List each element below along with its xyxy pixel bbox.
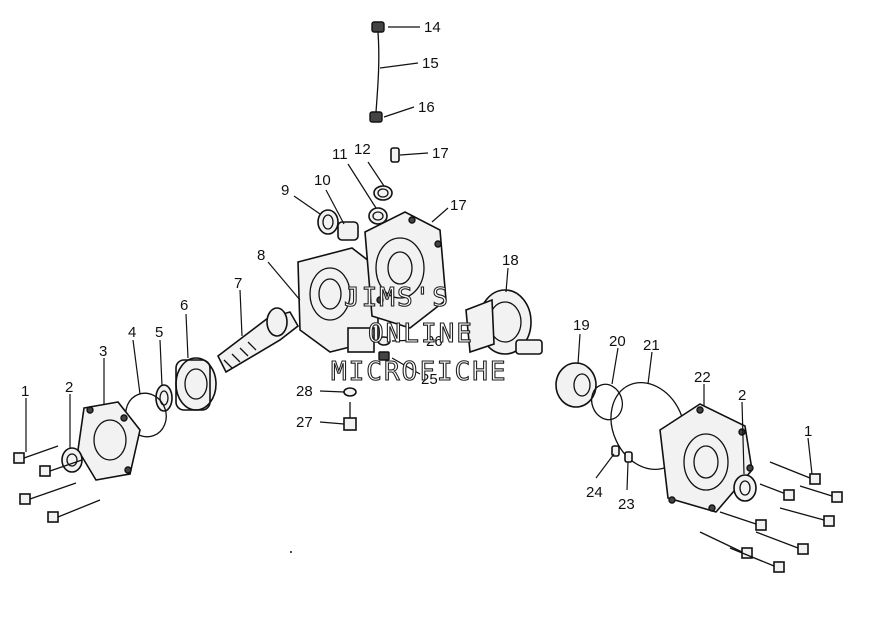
callout-26: 26 [426, 333, 443, 350]
oil-seal-part-2-left [61, 447, 83, 473]
gearbox-housing-part-8 [297, 247, 379, 353]
callout-27: 27 [296, 414, 313, 431]
end-housing-part-22 [659, 403, 754, 513]
dowel-pin-part-16 [390, 147, 400, 163]
bearing-part-6 [175, 357, 217, 411]
callout-12: 12 [354, 141, 371, 158]
callout-labels: 14 15 16 17 12 11 10 9 17 8 7 6 5 4 3 2 … [21, 19, 812, 513]
callout-8: 8 [257, 247, 265, 264]
stray-dot [290, 551, 292, 553]
grease-fitting-part-13 [371, 21, 385, 33]
end-cover-part-3 [77, 401, 141, 481]
callout-2-right: 2 [738, 387, 746, 404]
callout-28: 28 [296, 383, 313, 400]
shim-part-5 [155, 384, 173, 412]
gearbox-cover-part-17 [364, 211, 447, 329]
o-ring-part-11 [368, 207, 388, 225]
bushing-part-10 [337, 221, 359, 241]
callout-7: 7 [234, 275, 242, 292]
callout-10: 10 [314, 172, 331, 189]
callout-24: 24 [586, 484, 603, 501]
washer-part-28 [343, 387, 357, 397]
callout-19: 19 [573, 317, 590, 334]
bolts-part-1-left [13, 445, 101, 523]
drain-plug-part-25 [378, 351, 390, 361]
callout-14: 15 [422, 55, 439, 72]
input-shaft-part-7 [216, 307, 300, 374]
oil-seal-part-2-right [733, 474, 757, 502]
bearing-part-19 [555, 362, 597, 408]
callout-22: 22 [694, 369, 711, 386]
watermark-line-1: JIMS'S [344, 283, 450, 313]
callout-23: 23 [618, 496, 635, 513]
washer-part-26 [377, 336, 391, 346]
callout-6: 6 [180, 297, 188, 314]
watermark: JIMS'S ONLINE MICROFICHE [330, 282, 508, 387]
callout-21: 21 [643, 337, 660, 354]
pin-part-24 [611, 445, 620, 457]
callout-2-left: 2 [65, 379, 73, 396]
callout-16: 17 [432, 145, 449, 162]
bevel-gear-part-18 [465, 289, 543, 355]
callout-9: 9 [281, 182, 289, 199]
callout-4: 4 [128, 324, 136, 341]
callout-13: 14 [424, 19, 441, 36]
bolts-part-1-right [699, 461, 843, 573]
callout-1-right: 1 [804, 423, 812, 440]
leader-lines [25, 26, 813, 491]
seal-part-12 [373, 185, 393, 201]
pin-part-23 [624, 451, 633, 463]
o-ring-part-20 [590, 383, 624, 421]
callout-25: 25 [421, 371, 438, 388]
callout-18: 18 [502, 252, 519, 269]
grease-tube-part-14 [375, 31, 380, 113]
callout-11: 11 [332, 146, 348, 163]
bolt-part-27 [343, 402, 357, 431]
callout-20: 20 [609, 333, 626, 350]
callout-5: 5 [155, 324, 163, 341]
oil-seal-part-9 [317, 209, 339, 235]
callout-1-left: 1 [21, 383, 29, 400]
callout-3: 3 [99, 343, 107, 360]
callout-15: 16 [418, 99, 435, 116]
watermark-line-2: ONLINE [368, 319, 474, 349]
watermark-line-3: MICROFICHE [331, 357, 508, 387]
tube-fitting-part-15 [369, 111, 383, 123]
callout-17: 17 [450, 197, 467, 214]
